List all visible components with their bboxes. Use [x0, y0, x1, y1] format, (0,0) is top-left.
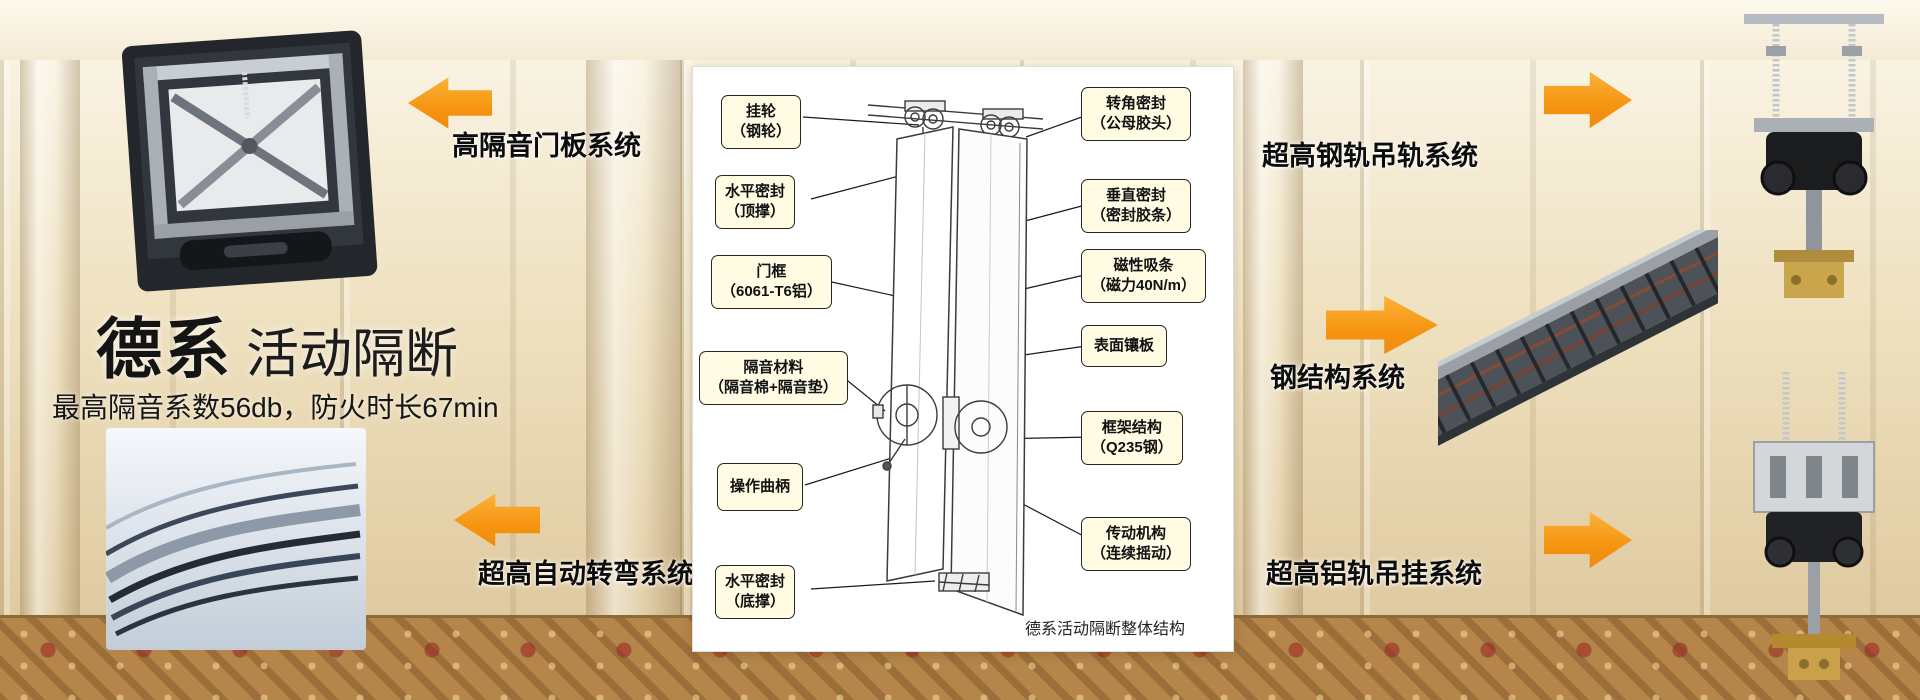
callout-surface-panel: 表面镶板 — [1081, 325, 1168, 367]
hall-pilaster — [20, 60, 80, 620]
structure-diagram-panel: 挂轮 （钢轮） 水平密封 （顶撑） 门框 （6061-T6铝） 隔音材料 （隔音… — [692, 66, 1234, 652]
curved-track-illustration — [104, 428, 366, 650]
steel-rail-hanger-photo — [1714, 6, 1914, 326]
hall-pilaster — [586, 60, 682, 620]
auto-turn-system-label: 超高自动转弯系统 — [478, 559, 694, 589]
crank-mechanism — [872, 384, 1008, 471]
steel-rail-system-label: 超高钢轨吊轨系统 — [1262, 141, 1478, 171]
hall-pilaster — [1243, 60, 1303, 620]
product-title: 德系 活动隔断 — [96, 296, 458, 392]
door-panel-mechanism-illustration — [121, 30, 378, 292]
door-panel-system-label: 高隔音门板系统 — [452, 131, 641, 161]
product-title-regular: 活动隔断 — [246, 325, 458, 384]
steel-truss-photo — [1396, 219, 1752, 455]
door-leaves — [886, 126, 1028, 617]
product-title-bold: 德系 — [96, 312, 232, 386]
callout-transmission: 传动机构 （连续摇动） — [1081, 517, 1192, 571]
callout-frame-structure: 框架结构 （Q235钢） — [1081, 411, 1183, 465]
steel-structure-label: 钢结构系统 — [1270, 363, 1405, 393]
alu-rail-hanger-illustration — [1753, 372, 1875, 680]
callout-soundproof-material: 隔音材料 （隔音棉+隔音垫） — [699, 351, 848, 405]
alu-rail-hanger-photo — [1714, 372, 1914, 694]
callout-operating-crank: 操作曲柄 — [717, 463, 804, 511]
callout-magnetic-strip: 磁性吸条 （磁力40N/m） — [1081, 249, 1207, 303]
door-panel-mechanism-photo — [118, 22, 383, 312]
steel-truss-illustration — [1396, 219, 1752, 450]
product-subtitle: 最高隔音系数56db，防火时长67min — [52, 392, 499, 423]
steel-rail-hanger-illustration — [1744, 14, 1884, 298]
callout-horizontal-seal-bottom: 水平密封 （底撑） — [715, 565, 796, 619]
track-and-hangers — [867, 100, 1044, 147]
callout-horizontal-seal-top: 水平密封 （顶撑） — [715, 175, 796, 229]
callout-vertical-seal: 垂直密封 （密封胶条） — [1081, 179, 1192, 233]
callout-corner-seal: 转角密封 （公母胶头） — [1081, 87, 1192, 141]
callout-hanging-wheel: 挂轮 （钢轮） — [721, 95, 802, 149]
alu-rail-system-label: 超高铝轨吊挂系统 — [1266, 559, 1482, 589]
callout-door-frame: 门框 （6061-T6铝） — [711, 255, 832, 309]
diagram-caption: 德系活动隔断整体结构 — [1025, 621, 1186, 638]
curved-track-photo — [104, 428, 366, 650]
partition-structure-drawing — [802, 100, 1094, 617]
bottom-seal — [938, 572, 990, 593]
